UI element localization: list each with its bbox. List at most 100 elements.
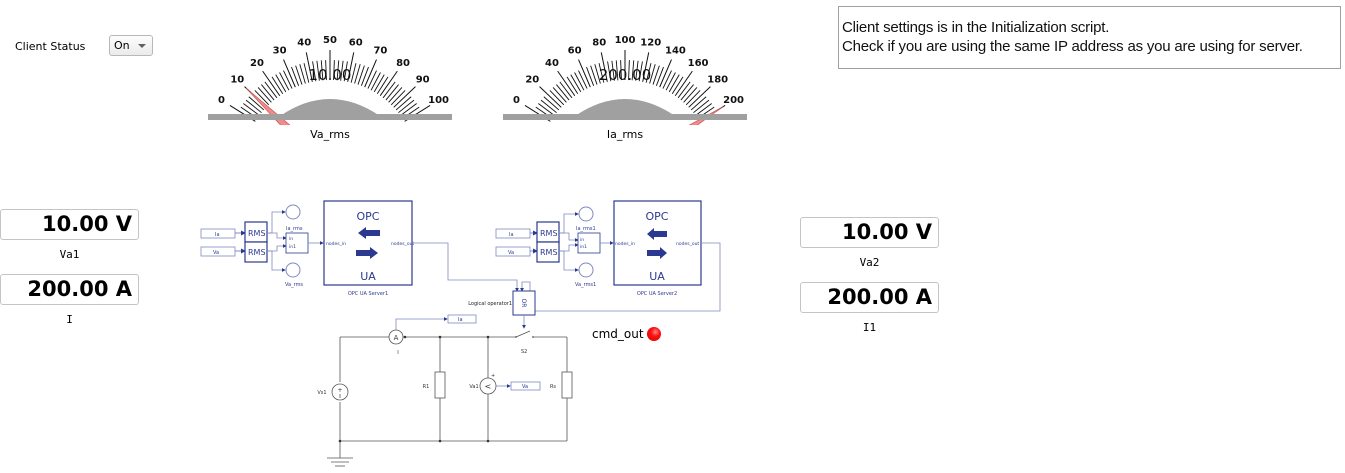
cmd-out-lamp (647, 327, 661, 341)
gauge-major-tick (539, 86, 562, 108)
gauge-minor-tick (370, 72, 381, 91)
gauge-major-tick (642, 52, 650, 82)
gauge-tick-label: 80 (396, 58, 410, 69)
rms-block-va-2[interactable] (536, 241, 560, 263)
mux-block-2[interactable] (577, 232, 601, 254)
voltage-source[interactable] (331, 383, 349, 401)
gauge-minor-tick (336, 60, 340, 81)
gauge-minor-tick (655, 66, 664, 86)
port-out-label: nodes_out (391, 241, 414, 247)
gauge-minor-tick (615, 60, 619, 81)
gauge-minor-tick (620, 60, 622, 81)
display-va1: 10.00 V (0, 209, 139, 240)
arrow-right-icon (647, 247, 667, 259)
note-line-2: Check if you are using the same IP addre… (842, 38, 1303, 55)
probe-va-rms[interactable] (285, 262, 301, 278)
display-va1-label: Va1 (59, 248, 80, 261)
arrow-left-icon (647, 228, 667, 240)
gauge-minor-tick (645, 63, 652, 83)
gauge-minor-tick (325, 60, 327, 81)
gauge-minor-tick (695, 103, 712, 116)
gauge-minor-tick (594, 64, 601, 84)
gauge-minor-tick (683, 87, 698, 103)
gauge-minor-tick (257, 87, 272, 103)
rms-label: RMS (540, 229, 558, 238)
mux-in-label: in (289, 236, 293, 242)
gauge-minor-tick (649, 64, 656, 84)
gauge-va-rms-label: Va_rms (310, 128, 350, 141)
gauge-minor-tick (385, 84, 399, 101)
server1-group: Ia Va RMS RMS Ia_rms Va_rms in in1 OPC U… (200, 200, 414, 297)
logical-operator: OR Logical operator1 (468, 290, 536, 329)
meter-out-va[interactable] (510, 381, 541, 391)
gauge-minor-tick (690, 96, 707, 111)
probe-ia-rms-label: Ia_rms (286, 226, 303, 232)
switch-s2[interactable] (515, 330, 531, 338)
probe-ia-rms[interactable] (285, 204, 301, 220)
gauge-minor-tick (652, 65, 660, 85)
source-ia-2-label: Ia (509, 232, 514, 238)
gauge-ia-rms-label: Ia_rms (606, 128, 644, 141)
gauge-minor-tick (350, 63, 357, 83)
gauge-minor-tick (360, 66, 369, 86)
gauge-tick-label: 120 (640, 38, 661, 49)
resistor-r1[interactable] (434, 371, 446, 399)
gauge-minor-tick (357, 65, 365, 85)
gauge-minor-tick (390, 90, 406, 106)
gauge-major-tick (393, 86, 416, 108)
gauge-minor-tick (245, 99, 262, 114)
mux-block-1[interactable] (285, 232, 309, 254)
ua-label: UA (649, 270, 665, 283)
arrow-right-icon (356, 247, 378, 259)
gauge-minor-tick (559, 81, 573, 99)
gauge-minor-tick (586, 66, 595, 86)
client-status-value: On (114, 39, 130, 52)
client-status-dropdown[interactable]: On (109, 35, 153, 56)
source-ia-1-label: Ia (215, 232, 220, 238)
gauge-tick-label: 140 (665, 45, 686, 56)
gauge-minor-tick (248, 96, 265, 111)
gauge-minor-tick (400, 103, 417, 116)
switch-name: S2 (521, 349, 527, 355)
port-in-label: nodes_in (615, 241, 635, 247)
opc-label: OPC (646, 210, 669, 223)
gauge-minor-tick (299, 64, 306, 84)
gauge-minor-tick (677, 81, 691, 99)
meter-out-ia[interactable] (447, 314, 477, 324)
gauge-base-overlay (503, 114, 747, 120)
arrow-left-icon (358, 227, 380, 239)
gauge-base-overlay (208, 114, 452, 120)
server2-group: Ia Va RMS RMS Ia_rms1 Va_rms1 in in1 OPC… (495, 200, 702, 297)
rms-block-va-1[interactable] (244, 241, 268, 263)
gauge-minor-tick (693, 99, 710, 114)
client-status-label: Client Status (15, 40, 86, 53)
probe-ia-rms1[interactable] (578, 206, 594, 222)
gauge-tick-label: 100 (615, 35, 636, 46)
opc-label: OPC (357, 210, 380, 223)
gauge-minor-tick (254, 90, 270, 106)
gauge-value: 200.00 (599, 66, 652, 84)
electrical-circuit (327, 336, 568, 467)
probe-va-rms1[interactable] (578, 262, 594, 278)
opc-ua-server2[interactable] (613, 200, 702, 286)
gauge-tick-label: 0 (513, 95, 520, 106)
server1-name: OPC UA Server1 (348, 291, 388, 297)
plus-sign: + (491, 373, 495, 379)
gauge-tick-label: 20 (525, 75, 539, 86)
gauge-tick-label: 160 (688, 58, 709, 69)
gauge-tick-label: 0 (218, 95, 225, 106)
gauge-minor-tick (283, 70, 293, 89)
gauge-hub (280, 99, 380, 116)
source-va-2-label: Va (508, 250, 514, 256)
gauge-minor-tick (628, 60, 630, 81)
gauge-tick-label: 60 (349, 38, 363, 49)
gauge-minor-tick (333, 60, 335, 81)
gauge-minor-tick (578, 70, 588, 89)
resistor-rs[interactable] (561, 371, 573, 399)
ua-label: UA (360, 270, 376, 283)
voltmeter-name: Va1 (469, 384, 478, 390)
gauge-tick-label: 200 (723, 95, 744, 106)
opc-ua-server1[interactable] (323, 200, 413, 286)
gauge-minor-tick (680, 84, 694, 101)
gauge-tick-label: 50 (323, 35, 337, 46)
